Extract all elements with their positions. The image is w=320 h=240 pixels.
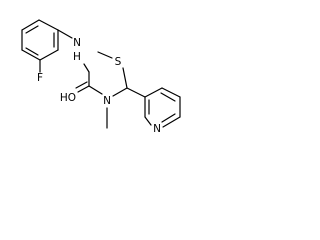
bond-c-n <box>88 85 103 95</box>
bond-c-o-double <box>75 81 88 89</box>
bond <box>39 49 59 61</box>
pyridine-ring <box>144 87 181 128</box>
structure-drawing: F N H HO N S N <box>21 19 181 135</box>
atom-pyridine-n: N <box>153 123 161 135</box>
atom-sulfur: S <box>115 56 122 68</box>
double-bond-inner <box>160 92 176 102</box>
bond <box>38 19 59 31</box>
atom-hydroxyl-oxygen: HO <box>60 92 76 104</box>
bond <box>21 19 40 31</box>
molecule-canvas: F N H HO N S N <box>0 0 225 161</box>
bond-n-ch <box>112 87 128 97</box>
bond <box>144 87 163 98</box>
fluorophenyl-ring <box>21 19 59 61</box>
bond <box>21 49 41 61</box>
bond-s-methyl <box>97 51 113 59</box>
bond <box>162 116 181 128</box>
atom-nh-n: N <box>73 37 81 49</box>
atom-amide-nh: N H <box>73 37 81 63</box>
double-bond-inner <box>25 47 39 56</box>
atom-nh-h: H <box>73 51 81 63</box>
double-bond-inner <box>161 113 176 123</box>
bond-nh-c <box>83 63 90 73</box>
bond-ch-pyridine <box>126 87 146 98</box>
bond <box>161 87 181 98</box>
bond-ch-s <box>122 67 128 89</box>
double-bond-inner <box>25 25 39 34</box>
bond <box>144 116 152 126</box>
atom-amide-n: N <box>103 95 111 107</box>
bond-c-o <box>77 85 90 93</box>
atom-fluorine: F <box>37 72 43 84</box>
bond-ring-nh <box>57 29 73 39</box>
